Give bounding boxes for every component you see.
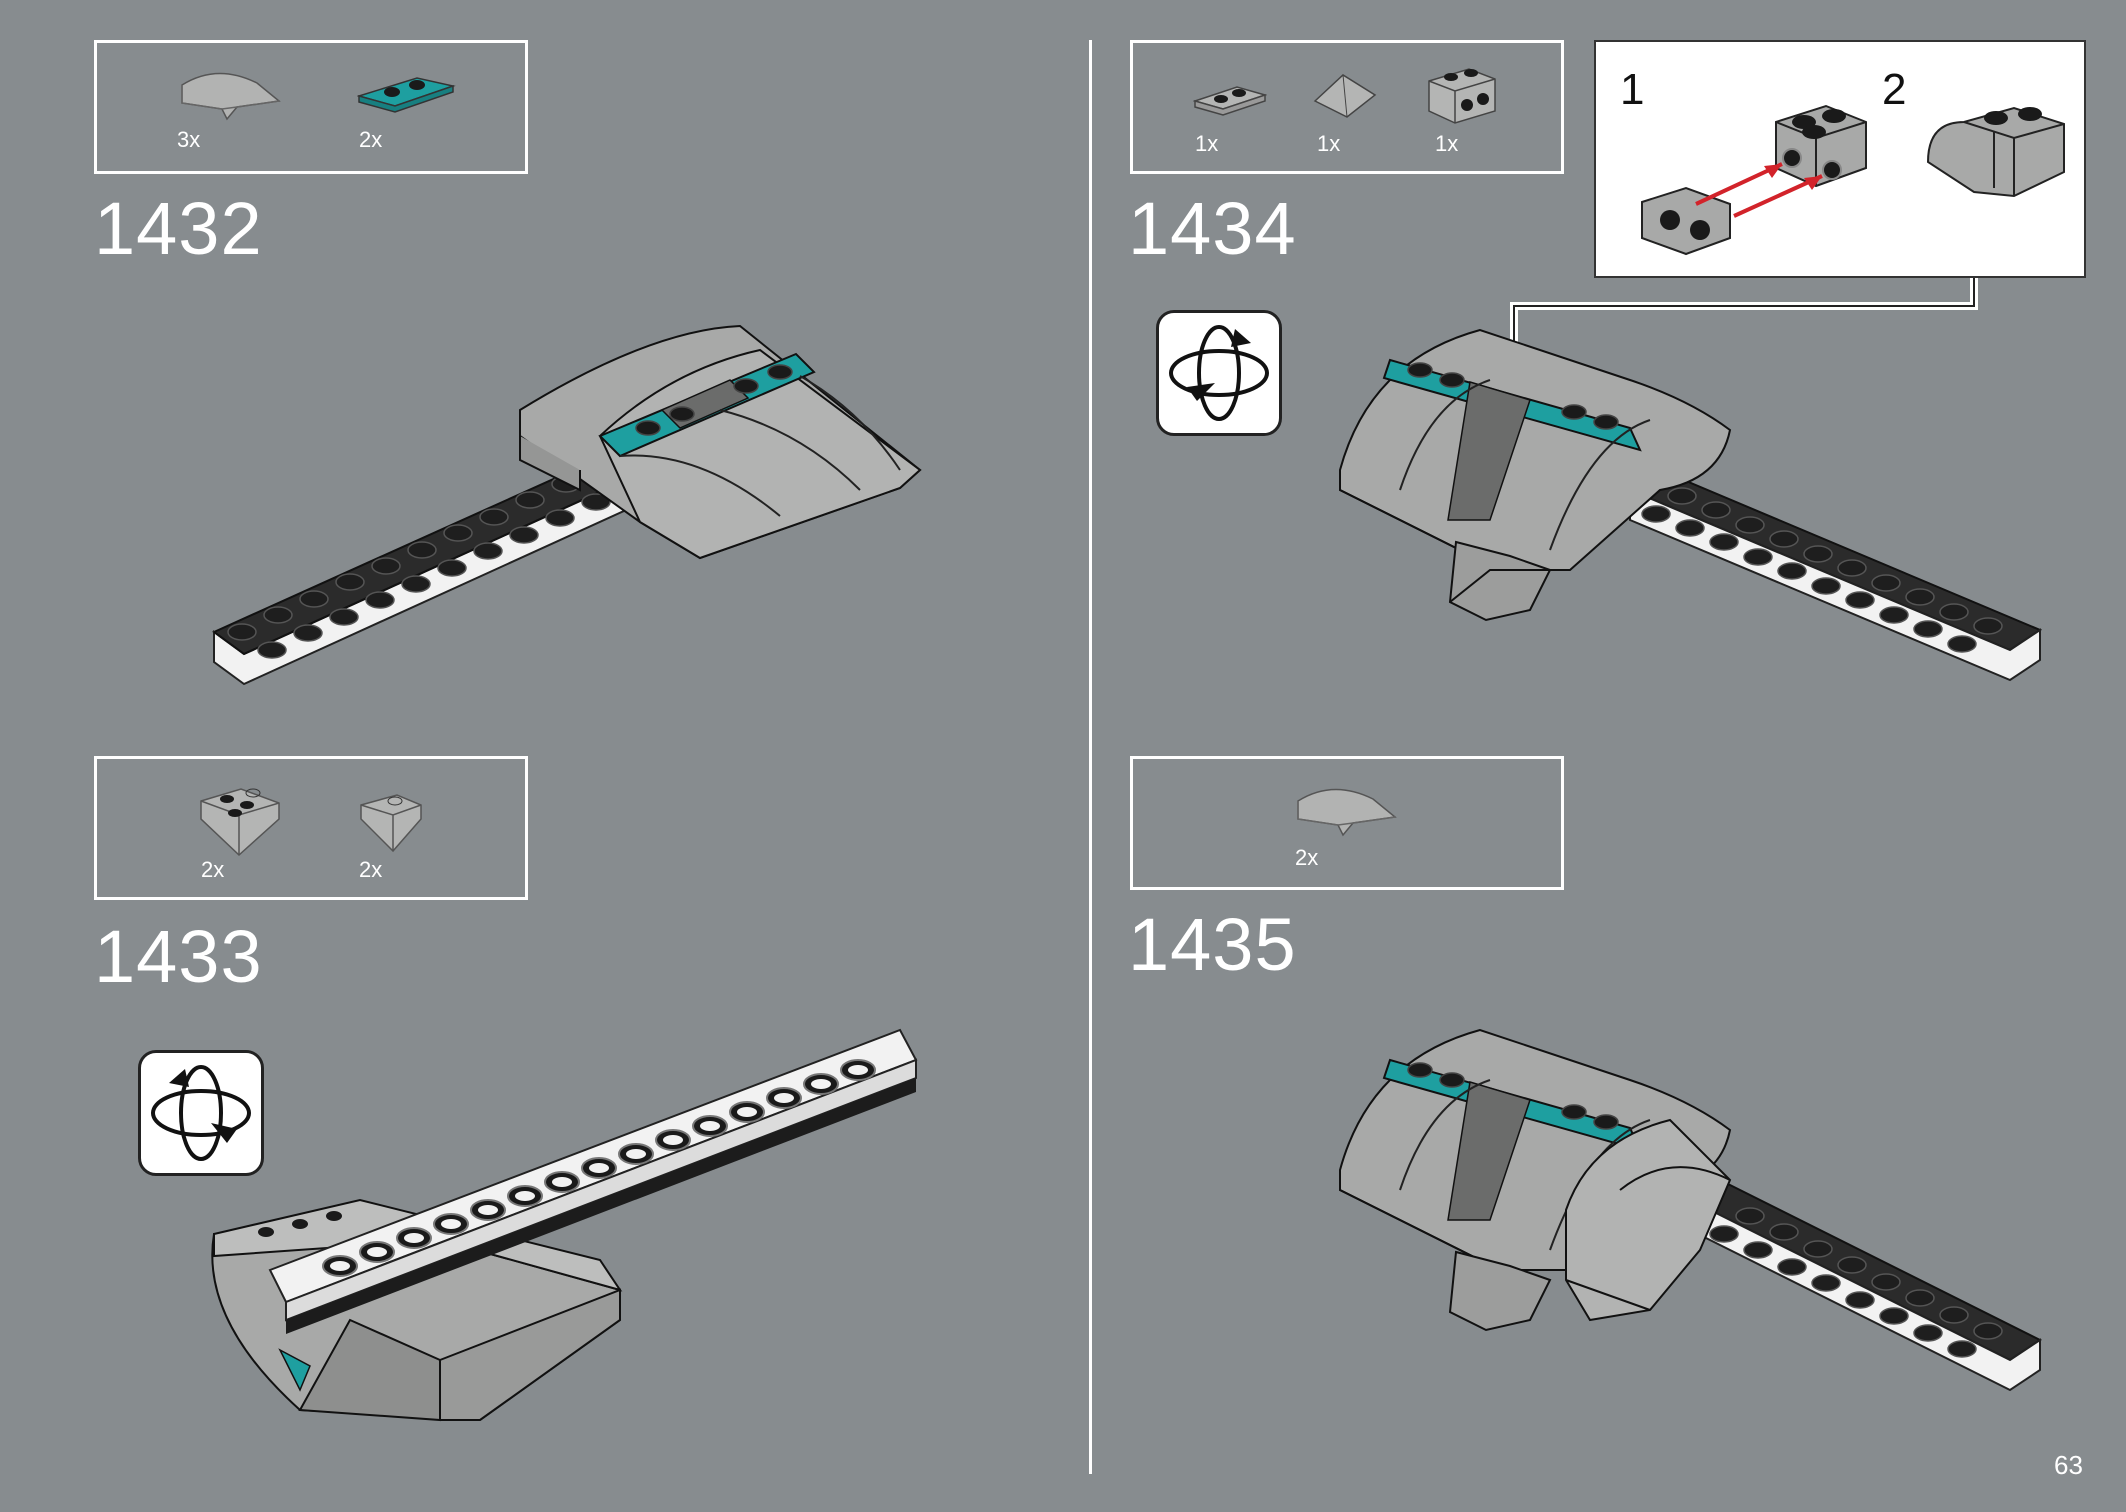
model-step-1434 (1339, 328, 2043, 682)
plate-1x2-grey-icon (1193, 86, 1267, 116)
plate-1x2-teal-icon (357, 77, 456, 113)
part-qty: 1x (1195, 131, 1219, 156)
inverted-slope-1x2-grey-icon (360, 794, 422, 853)
part-qty: 2x (1295, 845, 1319, 870)
part-qty: 3x (177, 127, 201, 152)
model-step-1432 (212, 324, 922, 686)
parts-list-1435: 2x (1130, 756, 1564, 890)
parts-list-1432: 3x 2x (94, 40, 528, 174)
curved-slope-grey-icon (181, 72, 281, 121)
inverted-slope-2x2-grey-icon (200, 788, 280, 857)
page-number: 63 (2054, 1450, 2083, 1480)
subassembly-callout: 1 2 (1594, 40, 2086, 278)
rotate-model-indicator (138, 1050, 264, 1176)
part-qty: 1x (1435, 131, 1459, 156)
part-qty: 2x (201, 857, 225, 882)
substep-2-illustration (1926, 106, 2065, 198)
step-number-1433: 1433 (94, 915, 263, 998)
parts-list-1433: 2x 2x (94, 756, 528, 900)
slope-1x2-grey-icon (1313, 74, 1377, 118)
substep-1-illustration (1641, 104, 1867, 256)
model-step-1433 (211, 1028, 918, 1422)
parts-list-1434: 1x 1x 1x (1130, 40, 1564, 174)
part-qty: 2x (359, 857, 383, 882)
page-divider (1089, 40, 1092, 1474)
model-step-1435 (1339, 1028, 2042, 1392)
rotate-icon (151, 1065, 251, 1161)
brick-studs-side-grey-icon (1428, 68, 1496, 124)
part-qty: 1x (1317, 131, 1341, 156)
substep-number: 2 (1882, 65, 1907, 114)
substep-number: 1 (1620, 65, 1645, 114)
step-number-1435: 1435 (1128, 903, 1297, 986)
curved-slope-grey-icon (1297, 788, 1397, 837)
step-number-1432: 1432 (94, 187, 263, 270)
rotate-model-indicator (1156, 310, 1282, 436)
rotate-icon (1169, 325, 1269, 421)
part-qty: 2x (359, 127, 383, 152)
step-number-1434: 1434 (1128, 187, 1297, 270)
